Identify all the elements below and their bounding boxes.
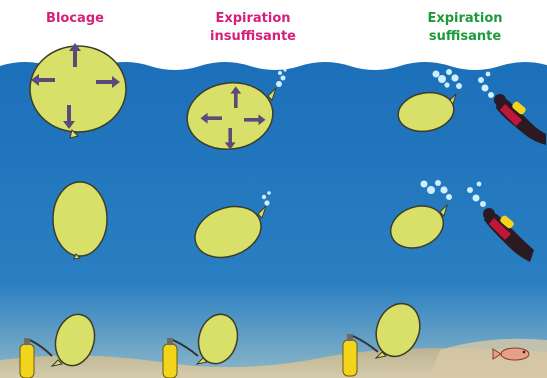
illustration xyxy=(0,0,547,378)
diagram-scene: Blocage Expiration insuffisante Expirati… xyxy=(0,0,547,378)
